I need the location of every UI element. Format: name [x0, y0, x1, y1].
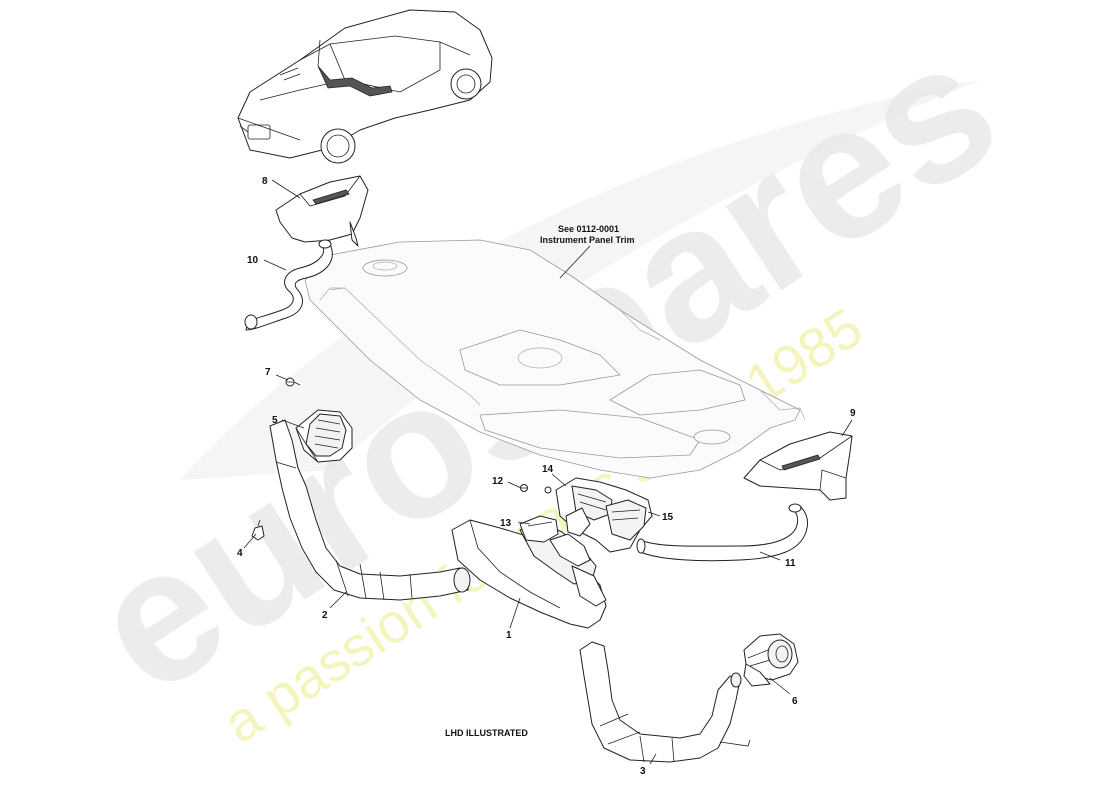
callout-9: 9: [850, 408, 856, 419]
part-14-15-vent-assembly: [544, 477, 653, 553]
callout-10: 10: [247, 255, 259, 266]
see-reference-note: See 0112-0001: [558, 224, 619, 234]
callout-1: 1: [506, 630, 512, 641]
part-13-outlet: [519, 515, 559, 543]
part-5-vent-housing: [295, 409, 353, 463]
callout-5: 5: [272, 415, 278, 426]
callout-2: 2: [322, 610, 328, 621]
part-11-hose: [636, 503, 809, 562]
part-12-screw: [520, 484, 528, 492]
lhd-illustrated-note: LHD ILLUSTRATED: [445, 728, 528, 738]
part-6-side-vent: [743, 633, 799, 687]
callout-6: 6: [792, 696, 798, 707]
instrument-panel-trim: [304, 239, 806, 479]
watermark-swoosh: [180, 80, 980, 480]
part-9-vent-cover: [743, 431, 853, 501]
callout-leaders: [243, 179, 853, 765]
instrument-panel-note: Instrument Panel Trim: [540, 235, 635, 245]
part-3-lower-duct: [579, 641, 751, 763]
car-overview-illustration: [237, 9, 493, 164]
callout-13: 13: [500, 518, 512, 529]
part-2-air-duct: [269, 419, 471, 601]
callout-4: 4: [237, 548, 243, 559]
callout-11: 11: [785, 558, 796, 569]
part-10-hose: [244, 239, 333, 331]
callout-14: 14: [542, 464, 554, 475]
part-8-vent-cover: [275, 175, 369, 247]
callout-8: 8: [262, 176, 268, 187]
callout-3: 3: [640, 766, 646, 777]
part-4-clip: [251, 519, 265, 541]
callout-7: 7: [265, 367, 271, 378]
callout-12: 12: [492, 476, 504, 487]
callout-15: 15: [662, 512, 674, 523]
